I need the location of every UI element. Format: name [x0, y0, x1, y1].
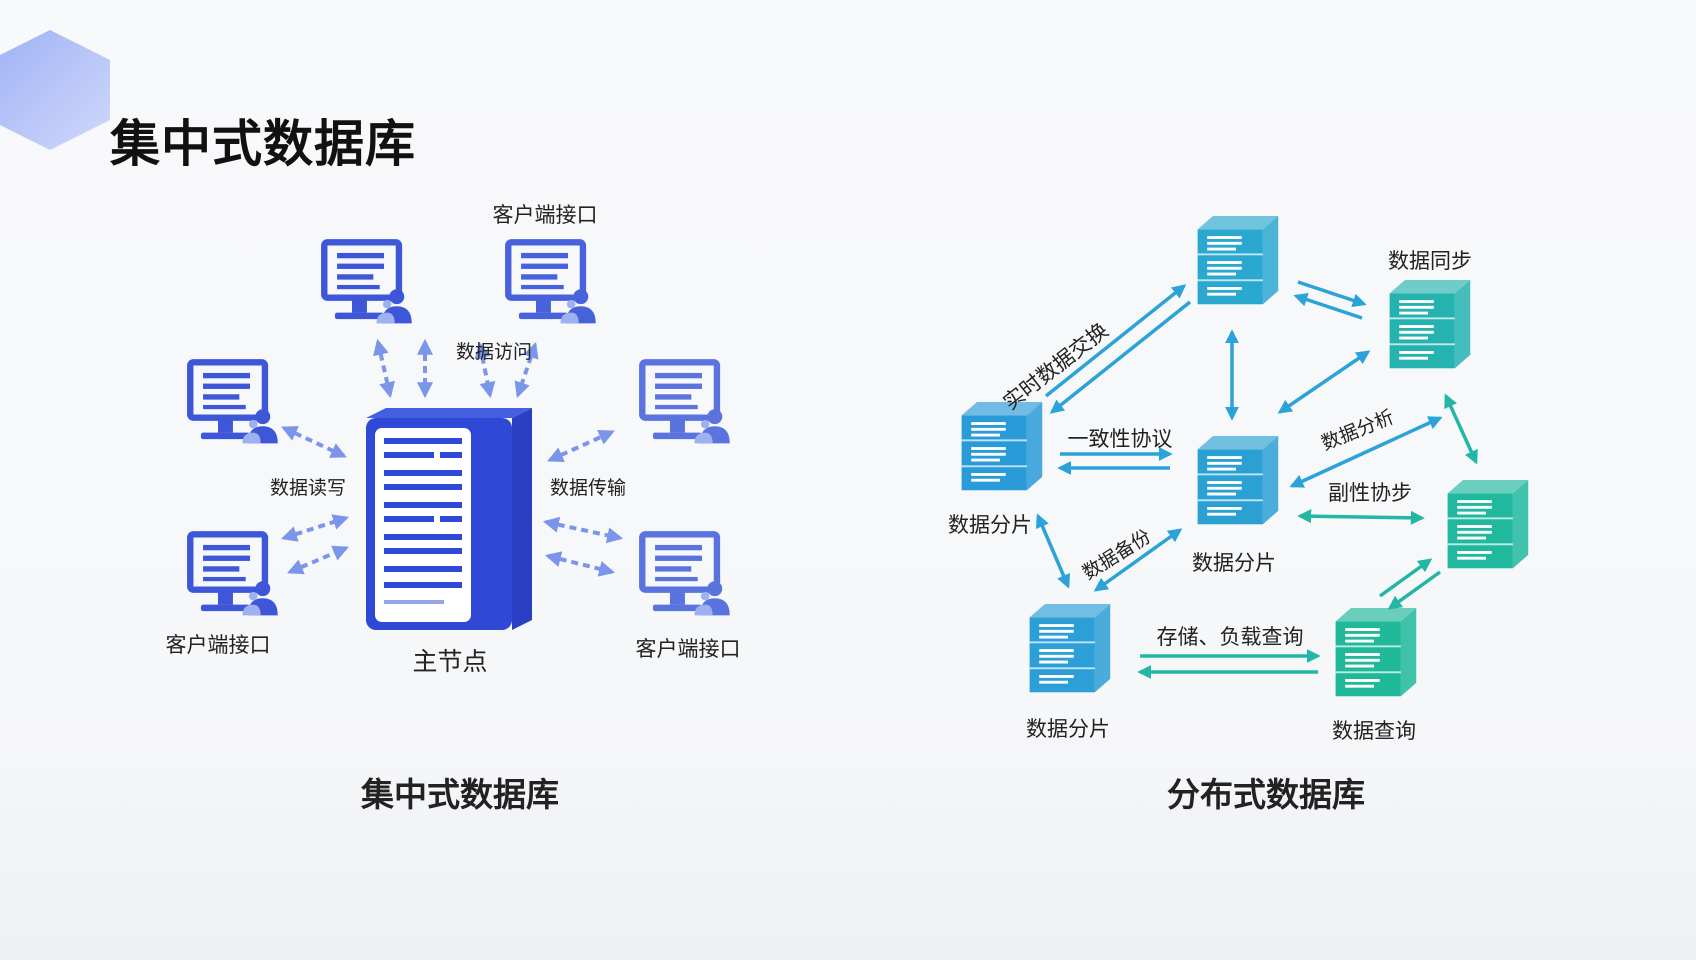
central-arrow	[281, 426, 347, 458]
client-label: 客户端接口	[636, 637, 741, 661]
edge-label: 数据分析	[1318, 406, 1397, 455]
client-monitor-icon	[190, 534, 277, 615]
distributed-arrow	[1297, 280, 1367, 308]
node-label: 数据同步	[1388, 249, 1472, 273]
central-arrow	[373, 338, 395, 399]
server-rack-icon	[1029, 603, 1111, 693]
hexagon-decoration-icon	[0, 30, 110, 150]
central-arrow	[542, 516, 624, 544]
distributed-caption: 分布式数据库	[1167, 775, 1365, 814]
server-rack-icon	[1447, 479, 1529, 569]
distributed-arrow	[1044, 284, 1187, 398]
distributed-arrow	[1289, 416, 1443, 488]
distributed-arrow	[1049, 300, 1192, 414]
central-arrow	[280, 514, 350, 542]
distributed-arrow	[1093, 528, 1183, 592]
main-node-label: 主节点	[412, 647, 487, 676]
central-arrow	[544, 551, 616, 577]
central-arrow	[547, 429, 615, 463]
central-arrow	[514, 341, 539, 399]
edge-label: 存储、负载查询	[1157, 625, 1304, 649]
edge-label: 一致性协议	[1068, 427, 1173, 451]
node-label: 数据分片	[948, 513, 1032, 537]
central-main-server-icon	[366, 408, 532, 630]
server-rack-icon	[1197, 435, 1279, 525]
client-monitor-icon	[642, 362, 729, 443]
client-label: 客户端接口	[166, 633, 271, 657]
distributed-arrow	[1444, 393, 1478, 465]
slide-title: 集中式数据库	[110, 115, 416, 173]
distributed-arrow	[1387, 570, 1442, 610]
central-arrow	[474, 341, 496, 399]
server-rack-icon	[1197, 215, 1279, 305]
node-label: 数据分片	[1192, 551, 1276, 575]
distributed-arrow	[1277, 350, 1371, 414]
central-arrow	[287, 545, 349, 575]
client-monitor-icon	[642, 534, 729, 615]
client-monitor-icon	[324, 242, 411, 323]
distributed-arrow	[1297, 509, 1425, 525]
arrow-label: 数据读写	[270, 477, 346, 499]
server-rack-icon	[1335, 607, 1417, 697]
distributed-arrow	[1293, 292, 1363, 320]
client-monitor-icon	[508, 242, 595, 323]
server-rack-icon	[1389, 279, 1471, 369]
arrow-label: 数据访问	[456, 341, 532, 363]
node-label: 数据查询	[1332, 719, 1416, 743]
distributed-arrow	[1035, 513, 1071, 589]
server-rack-icon	[961, 401, 1043, 491]
distributed-arrow	[1378, 558, 1433, 598]
edge-label: 副性协步	[1328, 481, 1412, 505]
centralized-caption: 集中式数据库	[360, 775, 559, 814]
client-monitor-icon	[190, 362, 277, 443]
arrow-label: 数据传输	[550, 477, 626, 499]
edge-label: 实时数据交换	[999, 318, 1113, 414]
node-label: 数据分片	[1026, 717, 1110, 741]
client-label: 客户端接口	[493, 203, 598, 227]
